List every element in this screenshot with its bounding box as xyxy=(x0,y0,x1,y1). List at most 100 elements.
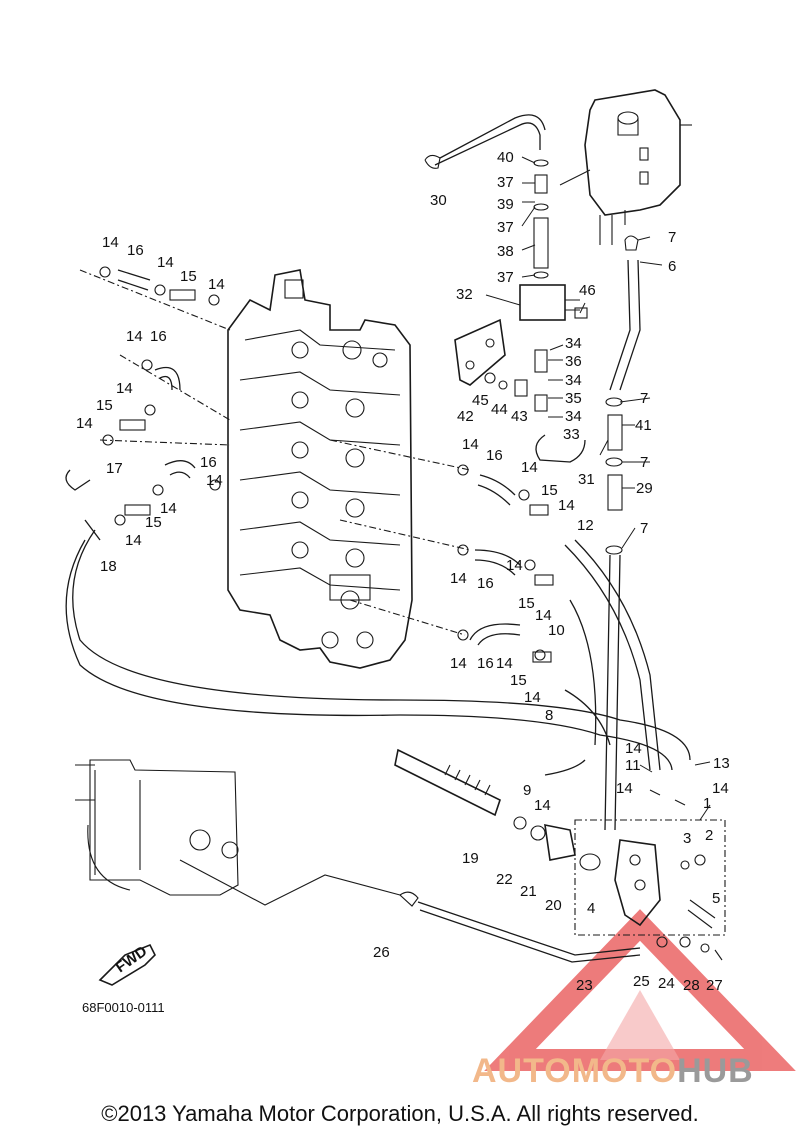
callout-11: 11 xyxy=(625,757,641,774)
callout-23: 23 xyxy=(576,977,593,994)
callout-27: 27 xyxy=(706,977,723,994)
callout-16d: 16 xyxy=(486,447,503,464)
callout-42: 42 xyxy=(457,408,474,425)
callout-44: 44 xyxy=(491,401,508,418)
callout-15c: 15 xyxy=(145,514,162,531)
callout-9: 9 xyxy=(523,782,531,799)
drive-gear-shaft xyxy=(394,748,601,871)
callout-31: 31 xyxy=(578,471,595,488)
callout-14l: 14 xyxy=(558,497,575,514)
block-right-hoses xyxy=(329,439,554,663)
callout-39: 39 xyxy=(497,196,514,213)
callout-7d: 7 xyxy=(640,520,648,537)
callout-45: 45 xyxy=(472,392,489,409)
callout-16b: 16 xyxy=(150,328,167,345)
callout-37c: 37 xyxy=(497,269,514,286)
copyright-notice: ©2013 Yamaha Motor Corporation, U.S.A. A… xyxy=(101,1101,699,1126)
callout-14r: 14 xyxy=(524,689,541,706)
callout-8: 8 xyxy=(545,707,553,724)
callout-34b: 34 xyxy=(565,372,582,389)
callout-14q: 14 xyxy=(496,655,513,672)
callout-labels: 1 2 3 4 5 6 7 7 7 7 8 9 10 11 12 13 14 1… xyxy=(76,149,730,994)
callout-41: 41 xyxy=(635,417,652,434)
watermark-text-part1: AUTOMOTO xyxy=(472,1052,678,1090)
callout-14g: 14 xyxy=(160,500,177,517)
callout-5: 5 xyxy=(712,890,720,907)
callout-15d: 15 xyxy=(541,482,558,499)
callout-13: 13 xyxy=(713,755,730,772)
callout-16e: 16 xyxy=(477,575,494,592)
callout-40: 40 xyxy=(497,149,514,166)
callout-24: 24 xyxy=(658,975,675,992)
callout-1: 1 xyxy=(703,795,711,812)
left-hoses xyxy=(65,266,231,541)
callout-34a: 34 xyxy=(565,335,582,352)
cylinder-block xyxy=(227,269,413,669)
callout-10: 10 xyxy=(548,622,565,639)
callout-14i: 14 xyxy=(125,532,142,549)
callout-14h: 14 xyxy=(206,472,223,489)
hose-40 xyxy=(424,114,546,169)
leader-lines xyxy=(485,156,711,821)
callout-3: 3 xyxy=(683,830,691,847)
callout-2: 2 xyxy=(705,827,713,844)
callout-14b: 14 xyxy=(157,254,174,271)
pump-link-rod xyxy=(399,891,723,963)
callout-35: 35 xyxy=(565,390,582,407)
callout-12: 12 xyxy=(577,517,594,534)
watermark-logo xyxy=(484,909,796,1071)
callout-15e: 15 xyxy=(518,595,535,612)
callout-33: 33 xyxy=(563,426,580,443)
callout-14e: 14 xyxy=(116,380,133,397)
callout-14m: 14 xyxy=(450,570,467,587)
oil-tank xyxy=(559,89,692,245)
watermark-text-part2: HUB xyxy=(677,1052,754,1090)
callout-37a: 37 xyxy=(497,174,514,191)
callout-15a: 15 xyxy=(180,268,197,285)
callout-7b: 7 xyxy=(640,390,648,407)
lower-left-powerhead xyxy=(75,759,401,906)
callout-14c: 14 xyxy=(208,276,225,293)
callout-37b: 37 xyxy=(497,219,514,236)
callout-18: 18 xyxy=(100,558,117,575)
callout-17: 17 xyxy=(106,460,123,477)
callout-4: 4 xyxy=(587,900,595,917)
callout-15f: 15 xyxy=(510,672,527,689)
callout-15b: 15 xyxy=(96,397,113,414)
callout-16c: 16 xyxy=(200,454,217,471)
callout-36: 36 xyxy=(565,353,582,370)
callout-14p: 14 xyxy=(450,655,467,672)
callout-34c: 34 xyxy=(565,408,582,425)
fwd-arrow-icon: FWD xyxy=(98,943,156,986)
callout-14s: 14 xyxy=(625,740,642,757)
callout-19: 19 xyxy=(462,850,479,867)
right-vertical-hose xyxy=(604,235,641,831)
callout-21: 21 xyxy=(520,883,537,900)
callout-7a: 7 xyxy=(668,229,676,246)
long-return-hoses xyxy=(65,529,691,776)
hose-stack xyxy=(533,159,549,279)
callout-30: 30 xyxy=(430,192,447,209)
callout-14f: 14 xyxy=(76,415,93,432)
right-small-parts xyxy=(484,349,586,463)
watermark-text: AUTOMOTOHUB xyxy=(472,1052,754,1091)
callout-26: 26 xyxy=(373,944,390,961)
callout-14d: 14 xyxy=(126,328,143,345)
callout-29: 29 xyxy=(636,480,653,497)
callout-25: 25 xyxy=(633,973,650,990)
callout-43: 43 xyxy=(511,408,528,425)
callout-14u: 14 xyxy=(712,780,729,797)
callout-14a: 14 xyxy=(102,234,119,251)
callout-38: 38 xyxy=(497,243,514,260)
callout-20: 20 xyxy=(545,897,562,914)
callout-16f: 16 xyxy=(477,655,494,672)
callout-14t: 14 xyxy=(616,780,633,797)
document-number: 68F0010-0111 xyxy=(82,1000,165,1015)
callout-14j: 14 xyxy=(462,436,479,453)
callout-14n: 14 xyxy=(506,557,523,574)
callout-16a: 16 xyxy=(127,242,144,259)
callout-6: 6 xyxy=(668,258,676,275)
callout-7c: 7 xyxy=(640,454,648,471)
callout-32: 32 xyxy=(456,286,473,303)
